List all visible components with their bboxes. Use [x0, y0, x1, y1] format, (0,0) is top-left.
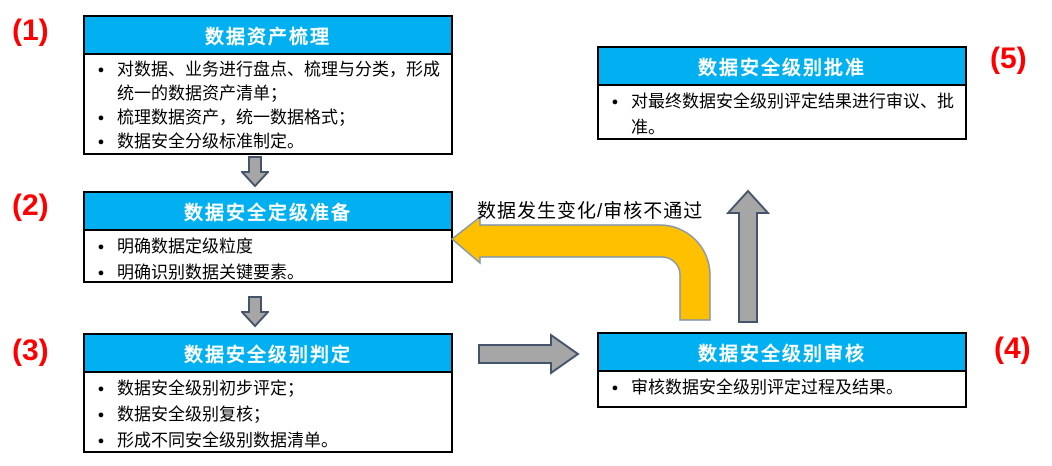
step-5-title: 数据安全级别批准 — [599, 48, 965, 86]
arrow-right-3-4-icon — [478, 333, 580, 375]
step-number-4: (4) — [994, 332, 1031, 365]
step-1-body: ● 对数据、业务进行盘点、梳理与分类，形成统一的数据资产清单； ● 梳理数据资产… — [85, 55, 451, 154]
arrow-feedback-4-2-icon — [450, 215, 711, 321]
step-2-body: ● 明确数据定级粒度 ● 明确识别数据关键要素。 — [85, 231, 451, 286]
bullet-icon: ● — [97, 409, 105, 421]
step-box-2: 数据安全定级准备 ● 明确数据定级粒度 ● 明确识别数据关键要素。 — [83, 191, 453, 283]
step-1-title: 数据资产梳理 — [85, 17, 451, 55]
bullet-text: 审核数据安全级别评定过程及结果。 — [631, 378, 903, 397]
bullet-item: ● 形成不同安全级别数据清单。 — [85, 428, 445, 454]
step-number-1: (1) — [12, 14, 49, 47]
bullet-icon: ● — [97, 64, 105, 76]
step-number-5: (5) — [990, 42, 1027, 75]
arrow-up-4-5-icon — [726, 189, 770, 323]
bullet-text: 形成不同安全级别数据清单。 — [117, 431, 338, 450]
bullet-icon: ● — [97, 112, 105, 124]
bullet-text: 明确数据定级粒度 — [117, 237, 253, 256]
step-2-title: 数据安全定级准备 — [85, 193, 451, 231]
step-box-3: 数据安全级别判定 ● 数据安全级别初步评定； ● 数据安全级别复核； ● 形成不… — [83, 333, 453, 453]
feedback-arrow-label: 数据发生变化/审核不通过 — [477, 201, 704, 222]
bullet-item: ● 对数据、业务进行盘点、梳理与分类，形成统一的数据资产清单； — [85, 58, 445, 106]
bullet-text: 梳理数据资产，统一数据格式； — [117, 108, 355, 127]
bullet-text: 对最终数据安全级别评定结果进行审议、批准。 — [631, 92, 954, 137]
bullet-icon: ● — [611, 382, 619, 394]
step-4-body: ● 审核数据安全级别评定过程及结果。 — [599, 372, 965, 401]
step-number-2: (2) — [12, 189, 49, 222]
bullet-item: ● 明确数据定级粒度 — [85, 234, 445, 260]
bullet-text: 对数据、业务进行盘点、梳理与分类，形成统一的数据资产清单； — [117, 60, 440, 103]
bullet-icon: ● — [97, 241, 105, 253]
bullet-item: ● 明确识别数据关键要素。 — [85, 260, 445, 286]
step-box-5: 数据安全级别批准 ● 对最终数据安全级别评定结果进行审议、批准。 — [597, 46, 967, 140]
step-3-body: ● 数据安全级别初步评定； ● 数据安全级别复核； ● 形成不同安全级别数据清单… — [85, 373, 451, 454]
step-3-title: 数据安全级别判定 — [85, 335, 451, 373]
arrow-down-2-3-icon — [241, 296, 269, 328]
arrow-down-1-2-icon — [241, 156, 269, 188]
bullet-text: 明确识别数据关键要素。 — [117, 263, 304, 282]
bullet-icon: ● — [97, 383, 105, 395]
bullet-text: 数据安全级别复核； — [117, 405, 270, 424]
bullet-icon: ● — [611, 96, 619, 108]
bullet-text: 数据安全级别初步评定； — [117, 379, 304, 398]
bullet-icon: ● — [97, 267, 105, 279]
step-box-1: 数据资产梳理 ● 对数据、业务进行盘点、梳理与分类，形成统一的数据资产清单； ●… — [83, 15, 453, 155]
step-4-title: 数据安全级别审核 — [599, 334, 965, 372]
step-box-4: 数据安全级别审核 ● 审核数据安全级别评定过程及结果。 — [597, 332, 967, 408]
bullet-text: 数据安全分级标准制定。 — [117, 132, 304, 151]
step-number-3: (3) — [12, 334, 49, 367]
bullet-icon: ● — [97, 435, 105, 447]
bullet-item: ● 数据安全级别复核； — [85, 402, 445, 428]
bullet-icon: ● — [97, 136, 105, 148]
bullet-item: ● 数据安全分级标准制定。 — [85, 130, 445, 154]
bullet-item: ● 梳理数据资产，统一数据格式； — [85, 106, 445, 130]
bullet-item: ● 数据安全级别初步评定； — [85, 376, 445, 402]
bullet-item: ● 对最终数据安全级别评定结果进行审议、批准。 — [599, 89, 959, 141]
bullet-item: ● 审核数据安全级别评定过程及结果。 — [599, 375, 959, 401]
step-5-body: ● 对最终数据安全级别评定结果进行审议、批准。 — [599, 86, 965, 141]
